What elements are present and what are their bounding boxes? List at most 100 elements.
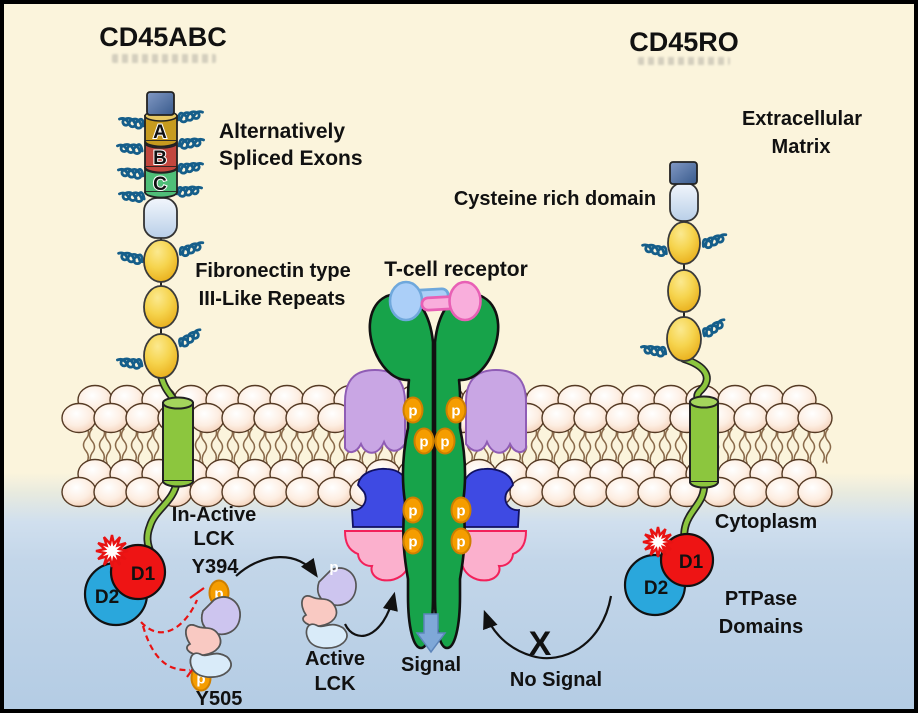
d2-label: D2 <box>644 578 668 599</box>
lipid-tail <box>226 426 234 463</box>
glycan-squiggle <box>699 314 729 340</box>
lipid-tail <box>280 428 288 464</box>
lipid-tail <box>562 426 570 463</box>
label-active-lck-1: Active <box>305 648 365 670</box>
lipid-tail <box>568 428 576 464</box>
glycan-squiggle <box>641 241 668 257</box>
lipid-tail <box>818 426 826 463</box>
glycan-squiggle <box>176 134 206 151</box>
lipid-tail <box>104 428 112 464</box>
d1-domain <box>659 532 715 588</box>
label-y394: Y394 <box>192 556 240 578</box>
d2-label: D2 <box>95 587 119 608</box>
lipid-tail <box>328 428 336 464</box>
lipid-head <box>765 476 801 508</box>
lipid-tail <box>88 428 96 464</box>
lipid-tail <box>536 428 544 464</box>
d1-label: D1 <box>679 552 704 573</box>
no-signal-arrow <box>483 595 613 660</box>
phosphate-circle <box>402 527 424 555</box>
glycan-squiggle <box>117 356 143 369</box>
phospho-label: p <box>214 586 223 603</box>
active-lck-to-tcr-arrow <box>344 591 398 637</box>
glycan-squiggle <box>119 190 145 203</box>
lipid-head <box>637 402 673 434</box>
label-inactive-lck-2: LCK <box>193 528 235 550</box>
lipid-head <box>61 476 97 508</box>
lipid-head <box>765 402 801 434</box>
lipid-head <box>285 476 321 508</box>
lipid-tail <box>258 426 266 463</box>
label-ptpase-1: PTPase <box>725 588 797 610</box>
lipid-head <box>221 476 257 508</box>
label-signal: Signal <box>401 654 461 676</box>
lipid-tail <box>738 426 746 463</box>
label-y505: Y505 <box>196 688 243 709</box>
receptor-cap <box>669 161 698 185</box>
d1-label: D1 <box>131 564 156 585</box>
lipid-tail <box>760 428 768 464</box>
glycan-squiggle <box>640 343 667 357</box>
lipid-head <box>733 476 769 508</box>
label-cysteine: Cysteine rich domain <box>454 188 656 210</box>
phospho-label: p <box>408 503 417 520</box>
lipid-head <box>285 402 321 434</box>
text-labels: CD45ABC CD45RO Alternatively Spliced Exo… <box>99 22 862 709</box>
phospho-label: p <box>408 403 417 420</box>
lipid-head <box>221 402 257 434</box>
diagram-art: A B C <box>61 22 862 709</box>
phosphate-circle <box>413 427 435 455</box>
label-alt-spliced-2: Spliced Exons <box>219 147 363 170</box>
lipid-head <box>605 402 641 434</box>
fibronectin-repeats <box>666 221 702 362</box>
lipid-head <box>733 402 769 434</box>
activity-starburst <box>95 534 129 568</box>
active-lck <box>301 567 357 649</box>
label-no-signal: No Signal <box>510 669 602 691</box>
phosphate-circle <box>450 496 472 524</box>
label-active-lck-2: LCK <box>314 673 356 695</box>
lipid-tail <box>152 428 160 464</box>
phospho-label: p <box>456 534 465 551</box>
glycan-squiggle <box>699 229 730 251</box>
lipid-tail <box>728 428 736 464</box>
label-alt-spliced-1: Alternatively <box>219 120 345 143</box>
cd45abc-receptor: A B C <box>117 91 207 557</box>
lipid-tail <box>744 428 752 464</box>
lipid-tail <box>312 428 320 464</box>
transmembrane-domain <box>162 396 194 488</box>
ptpase-right: D1 D2 <box>623 526 715 617</box>
lipid-tail <box>216 428 224 464</box>
phosphate-circle <box>402 496 424 524</box>
lipid-tail <box>722 426 730 463</box>
ghost-text-artifact <box>112 54 216 63</box>
antigen-pink <box>420 280 482 322</box>
phosphate-circle <box>450 527 472 555</box>
lipid-tail <box>632 428 640 464</box>
phospho-label: p <box>408 534 417 551</box>
lipid-head <box>573 476 609 508</box>
label-cytoplasm: Cytoplasm <box>715 511 817 533</box>
lipid-tail <box>248 428 256 464</box>
lipid-head <box>605 476 641 508</box>
lipid-head <box>509 476 545 508</box>
lipid-tail <box>120 428 128 464</box>
phospho-label: p <box>451 403 460 420</box>
exon-c-label: C <box>153 174 167 195</box>
lipid-tail <box>306 426 314 463</box>
lipid-head <box>61 402 97 434</box>
lipid-tail <box>626 426 634 463</box>
y394-transfer-arrow <box>235 556 318 578</box>
lipid-tail <box>546 426 554 463</box>
label-fibronectin-1: Fibronectin type <box>195 260 351 282</box>
label-inactive-lck-1: In-Active <box>172 504 256 526</box>
glycan-squiggle <box>117 142 143 155</box>
lipid-tail <box>824 428 832 464</box>
lipid-tail <box>146 426 154 463</box>
lipid-tail <box>242 426 250 463</box>
lipid-tail <box>584 428 592 464</box>
lipid-tail <box>114 426 122 463</box>
lipid-tail <box>776 428 784 464</box>
purple-coreceptor <box>344 368 406 454</box>
exon-b-label: B <box>153 148 167 169</box>
